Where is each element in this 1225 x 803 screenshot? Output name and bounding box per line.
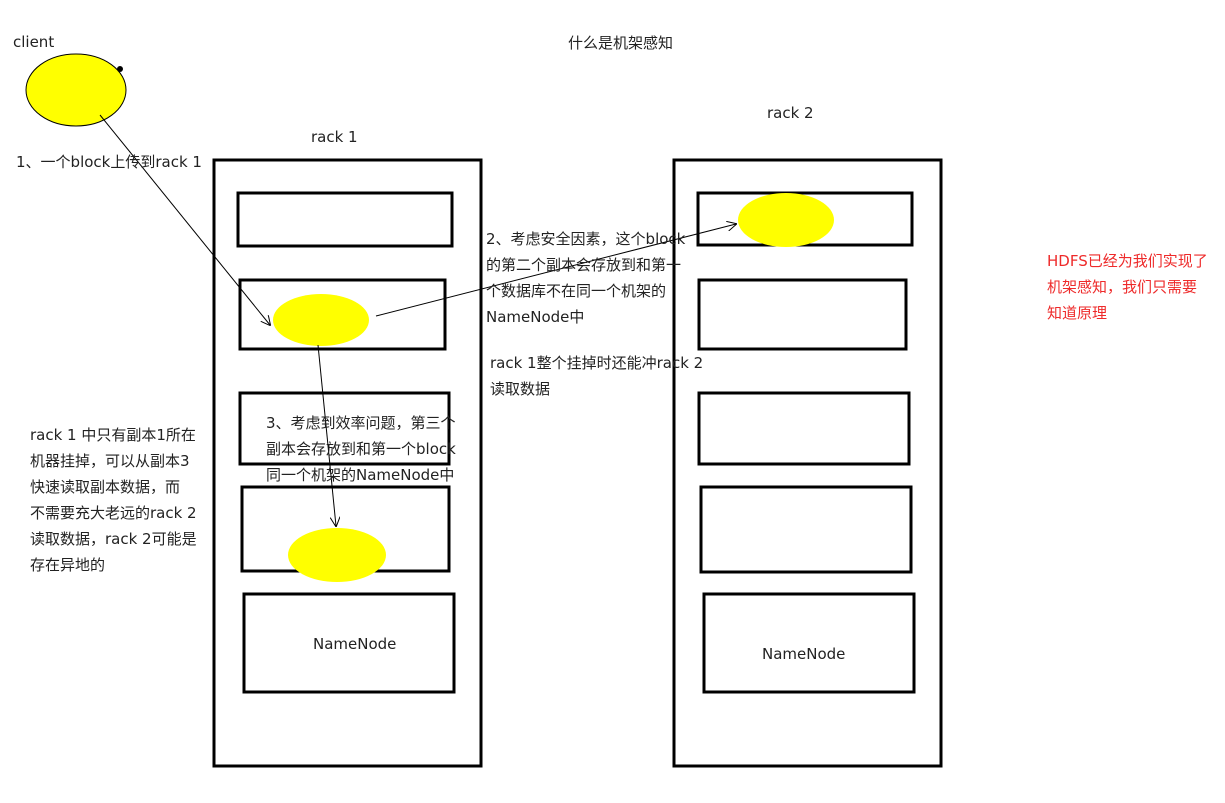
rack-1-namenode-box [242, 592, 456, 694]
arrow-rack1-to-rack2 [375, 224, 736, 317]
arrow-replica1-to-replica3 [317, 344, 336, 526]
step-2-note: 2、考虑安全因素，这个block 的第二个副本会存放到和第一 个数据库不在同一个… [486, 230, 686, 326]
rack-1-node-2 [238, 278, 447, 351]
rack-1-node-3 [238, 391, 451, 466]
rack-1-node-1 [236, 191, 454, 248]
rack-2-node-2 [697, 278, 908, 351]
rack-2-node-4 [699, 485, 913, 574]
rack-1-namenode-label: NameNode [313, 635, 397, 653]
left-explanation-note: rack 1 中只有副本1所在 机器挂掉，可以从副本3 快速读取副本数据，而 不… [30, 426, 197, 574]
rack-2-namenode-box [702, 592, 916, 694]
replica-2 [738, 193, 834, 247]
client-dot [117, 66, 123, 72]
rack-2-node-1 [696, 191, 914, 247]
rack-1-frame [212, 158, 483, 768]
rack-2-frame [672, 158, 943, 768]
rack-1-down-note: rack 1整个挂掉时还能冲rack 2 读取数据 [490, 354, 704, 398]
arrow-client-to-rack1 [99, 114, 270, 325]
rack-2-namenode-label: NameNode [762, 645, 846, 663]
replica-3 [288, 528, 386, 582]
rack-1-label: rack 1 [311, 128, 358, 146]
rack-2-node-3 [697, 391, 911, 466]
diagram-title: 什么是机架感知 [568, 34, 674, 52]
client-label: client [13, 33, 55, 51]
replica-1 [273, 294, 369, 346]
step-3-note: 3、考虑到效率问题，第三个 副本会存放到和第一个block 同一个机架的Name… [266, 414, 456, 484]
hdfs-note: HDFS已经为我们实现了 机架感知，我们只需要 知道原理 [1047, 252, 1208, 322]
rack-2-label: rack 2 [767, 104, 814, 122]
step-1-note: 1、一个block上传到rack 1 [16, 153, 202, 171]
client-node [25, 53, 127, 127]
